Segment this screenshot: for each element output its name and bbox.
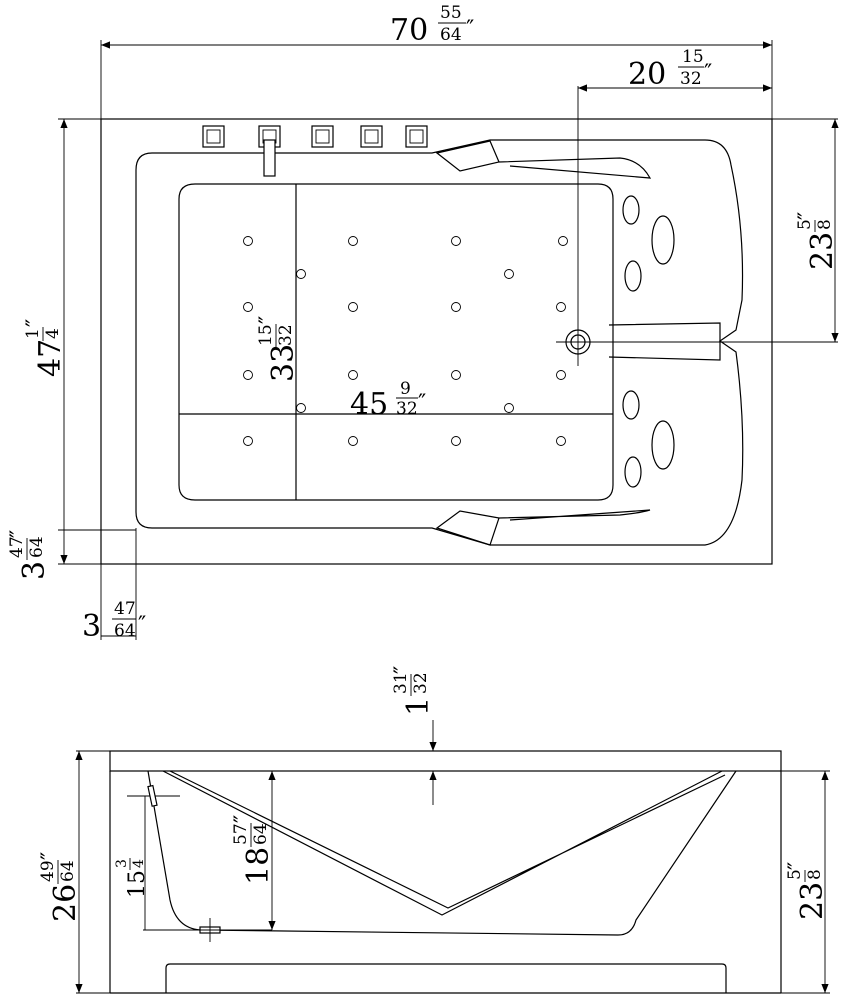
svg-text:64: 64 xyxy=(58,860,78,882)
svg-text:9: 9 xyxy=(400,379,411,399)
svg-text:″: ″ xyxy=(23,319,48,327)
drain-icon xyxy=(556,86,838,366)
svg-text:31: 31 xyxy=(391,672,411,694)
tub-floor xyxy=(178,183,614,501)
svg-text:32: 32 xyxy=(411,672,431,694)
svg-text:5: 5 xyxy=(795,219,815,230)
svg-text:15: 15 xyxy=(125,870,150,898)
svg-text:5: 5 xyxy=(785,869,805,880)
label-inner-width: 33 15 32 ″ xyxy=(256,316,301,382)
svg-text:32: 32 xyxy=(396,399,418,419)
svg-text:23: 23 xyxy=(795,882,830,920)
svg-text:47: 47 xyxy=(114,599,136,619)
svg-text:″: ″ xyxy=(795,212,820,220)
svg-text:8: 8 xyxy=(815,219,835,230)
svg-text:32: 32 xyxy=(680,69,702,89)
svg-text:32: 32 xyxy=(276,324,296,346)
svg-text:1: 1 xyxy=(401,697,436,716)
massage-jets xyxy=(243,236,568,446)
svg-text:64: 64 xyxy=(251,823,271,845)
svg-text:3: 3 xyxy=(114,859,130,868)
tub-well-outline xyxy=(135,139,744,546)
label-half-width: 23 5 8 ″ xyxy=(795,212,840,270)
svg-text:″: ″ xyxy=(38,852,63,860)
svg-text:64: 64 xyxy=(27,536,47,558)
svg-text:47: 47 xyxy=(33,339,68,377)
top-view: 70 55 64 ″ 20 15 32 ″ 45 9 32 ″ 47 1 4 ″ xyxy=(7,3,840,644)
svg-text:3: 3 xyxy=(17,561,52,580)
svg-text:″: ″ xyxy=(704,61,712,86)
svg-text:57: 57 xyxy=(231,823,251,845)
svg-text:64: 64 xyxy=(440,25,462,45)
label-inner-length: 45 9 32 ″ xyxy=(350,379,426,422)
tub-outer-rim xyxy=(100,118,773,565)
svg-text:″: ″ xyxy=(466,17,474,42)
label-height-right: 23 5 8 ″ xyxy=(785,862,830,920)
label-rim-end: 3 47 64 ″ xyxy=(82,599,146,644)
svg-text:4: 4 xyxy=(131,859,147,868)
svg-text:3: 3 xyxy=(82,609,101,644)
svg-text:33: 33 xyxy=(266,344,301,382)
svg-text:″: ″ xyxy=(256,316,281,324)
svg-text:″: ″ xyxy=(231,815,256,823)
basin-profile xyxy=(147,770,737,936)
svg-text:″: ″ xyxy=(418,391,426,416)
svg-text:″: ″ xyxy=(391,666,416,674)
svg-text:45: 45 xyxy=(350,387,388,422)
svg-text:49: 49 xyxy=(38,860,58,882)
overflow-fitting-icon xyxy=(127,784,180,807)
svg-text:″: ″ xyxy=(7,530,32,538)
svg-text:4: 4 xyxy=(43,328,63,339)
side-rim xyxy=(109,750,782,772)
svg-text:20: 20 xyxy=(628,57,666,92)
label-basin-depth: 18 57 64 ″ xyxy=(231,815,276,885)
access-panel xyxy=(165,963,727,993)
label-overflow-height: 15 3 4 xyxy=(114,858,150,898)
svg-text:″: ″ xyxy=(785,862,810,870)
label-rim-side: 3 47 64 ″ xyxy=(7,530,52,580)
control-buttons xyxy=(202,125,428,148)
svg-text:26: 26 xyxy=(48,884,83,922)
svg-text:″: ″ xyxy=(138,613,146,638)
svg-text:64: 64 xyxy=(114,621,136,641)
faucet-spout xyxy=(263,139,276,177)
svg-text:70: 70 xyxy=(390,13,428,48)
seat-contour xyxy=(162,770,726,916)
svg-text:47: 47 xyxy=(7,536,27,558)
label-overall-length: 70 55 64 ″ xyxy=(390,3,474,48)
svg-text:8: 8 xyxy=(805,869,825,880)
armrest-top xyxy=(435,140,652,179)
svg-text:15: 15 xyxy=(256,324,276,346)
svg-text:1: 1 xyxy=(23,328,43,339)
svg-text:15: 15 xyxy=(682,47,704,67)
pillow-pads xyxy=(622,195,675,488)
svg-text:18: 18 xyxy=(241,847,276,885)
svg-text:55: 55 xyxy=(440,3,462,23)
label-overall-height: 26 49 64 ″ xyxy=(38,852,83,922)
side-view: 1 31 32 ″ 26 49 64 ″ 18 57 64 ″ 15 3 4 xyxy=(38,666,830,994)
label-drain-offset: 20 15 32 ″ xyxy=(628,47,712,92)
headrest-divider xyxy=(608,322,721,361)
svg-text:23: 23 xyxy=(805,232,840,270)
label-overall-width: 47 1 4 ″ xyxy=(23,319,68,377)
armrest-bottom xyxy=(435,509,651,546)
label-rim-thickness: 1 31 32 ″ xyxy=(391,666,436,716)
